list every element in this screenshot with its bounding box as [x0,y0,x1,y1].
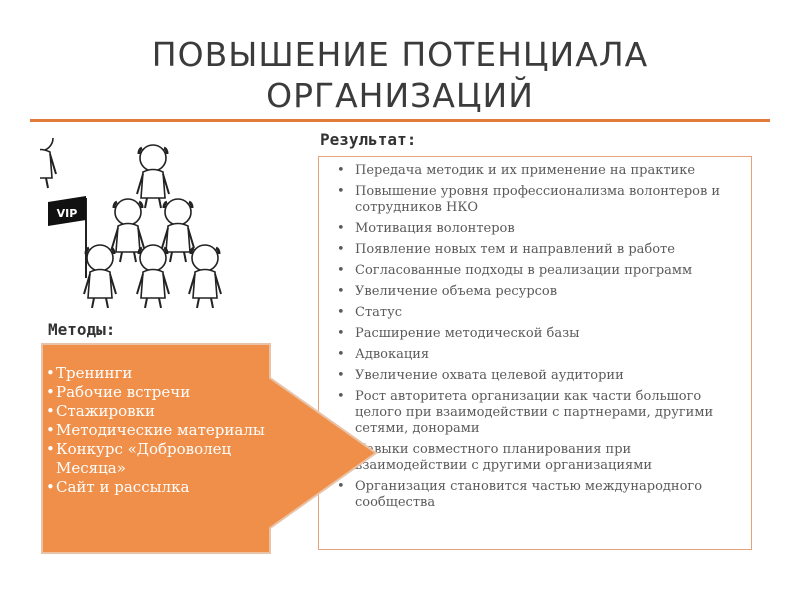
title-underline [30,119,770,122]
result-item: • Увеличение охвата целевой аудитории [329,368,745,384]
bullet-icon: • [337,326,345,341]
bullet-icon: • [337,284,345,299]
bullet-icon: • [46,478,55,496]
bullet-icon: • [46,364,55,382]
methods-list: •Тренинги•Рабочие встречи•Стажировки•Мет… [46,364,268,497]
bullet-icon: • [46,421,55,439]
method-item-text: Рабочие встречи [56,383,191,401]
result-item-text: Увеличение объема ресурсов [355,284,558,299]
result-item: • Увеличение объема ресурсов [329,284,745,300]
bullet-icon: • [337,479,345,494]
result-item: • Появление новых тем и направлений в раб… [329,242,745,258]
method-item: •Рабочие встречи [46,383,268,402]
method-item-text: Тренинги [56,364,133,382]
result-item-text: Навыки совместного планирования при взаи… [355,442,653,473]
result-item-text: Согласованные подходы в реализации прогр… [355,263,693,278]
method-item: •Конкурс «Доброволец Месяца» [46,440,268,478]
result-item: • Адвокация [329,347,745,363]
team-pyramid-illustration: VIP [40,138,223,308]
methods-heading: Методы: [48,320,116,339]
result-item: • Повышение уровня профессионализма волон… [329,184,745,216]
result-item: • Статус [329,305,745,321]
methods-arrow-shape [41,343,378,554]
bullet-icon: • [337,221,345,236]
bullet-icon: • [46,402,55,420]
bullet-icon: • [337,368,345,383]
person-figure [40,138,57,189]
result-item: • Передача методик и их применение на пра… [329,163,745,179]
method-item-text: Стажировки [56,402,155,420]
result-item-text: Передача методик и их применение на прак… [355,163,696,178]
result-item-text: Организация становится частью международ… [355,479,703,510]
bullet-icon: • [337,389,345,404]
method-item: •Тренинги [46,364,268,383]
page-title-line-2: ОРГАНИЗАЦИЙ [266,76,534,115]
result-item: • Расширение методической базы [329,326,745,342]
bullet-icon: • [337,347,345,362]
bullet-icon: • [337,242,345,257]
bullet-icon: • [337,263,345,278]
result-item-text: Статус [355,305,403,320]
bullet-icon: • [46,383,55,401]
result-item: • Согласованные подходы в реализации прог… [329,263,745,279]
bullet-icon: • [337,163,345,178]
method-item-text: Методические материалы [56,421,265,439]
result-item-text: Увеличение охвата целевой аудитории [355,368,624,383]
result-item-text: Расширение методической базы [355,326,580,341]
bullet-icon: • [337,184,345,199]
result-item: Навыки совместного планирования при взаи… [329,442,745,474]
method-item-text: Конкурс «Доброволец Месяца» [56,440,232,477]
result-item-text: Появление новых тем и направлений в рабо… [355,242,675,257]
results-box: • Передача методик и их применение на пра… [318,156,752,550]
result-item-text: Повышение уровня профессионализма волонт… [355,184,721,215]
bullet-icon: • [46,440,55,458]
flag-label: VIP [57,207,78,220]
method-item-text: Сайт и рассылка [56,478,190,496]
method-item: •Методические материалы [46,421,268,440]
result-item-text: Адвокация [355,347,430,362]
method-item: •Сайт и рассылка [46,478,268,497]
page-title: ПОВЫШЕНИЕ ПОТЕНЦИАЛА ОРГАНИЗАЦИЙ [0,34,800,116]
results-list: • Передача методик и их применение на пра… [329,163,745,511]
result-item-text: Мотивация волонтеров [355,221,515,236]
result-item: • Мотивация волонтеров [329,221,745,237]
results-heading: Результат: [320,130,417,149]
page-title-line-1: ПОВЫШЕНИЕ ПОТЕНЦИАЛА [151,35,649,74]
result-item: • Организация становится частью междунаро… [329,479,745,511]
result-item-text: Рост авторитета организации как части бо… [355,389,714,436]
method-item: •Стажировки [46,402,268,421]
flag-icon: VIP [48,196,87,278]
result-item: • Рост авторитета организации как части б… [329,389,745,437]
bullet-icon: • [337,305,345,320]
